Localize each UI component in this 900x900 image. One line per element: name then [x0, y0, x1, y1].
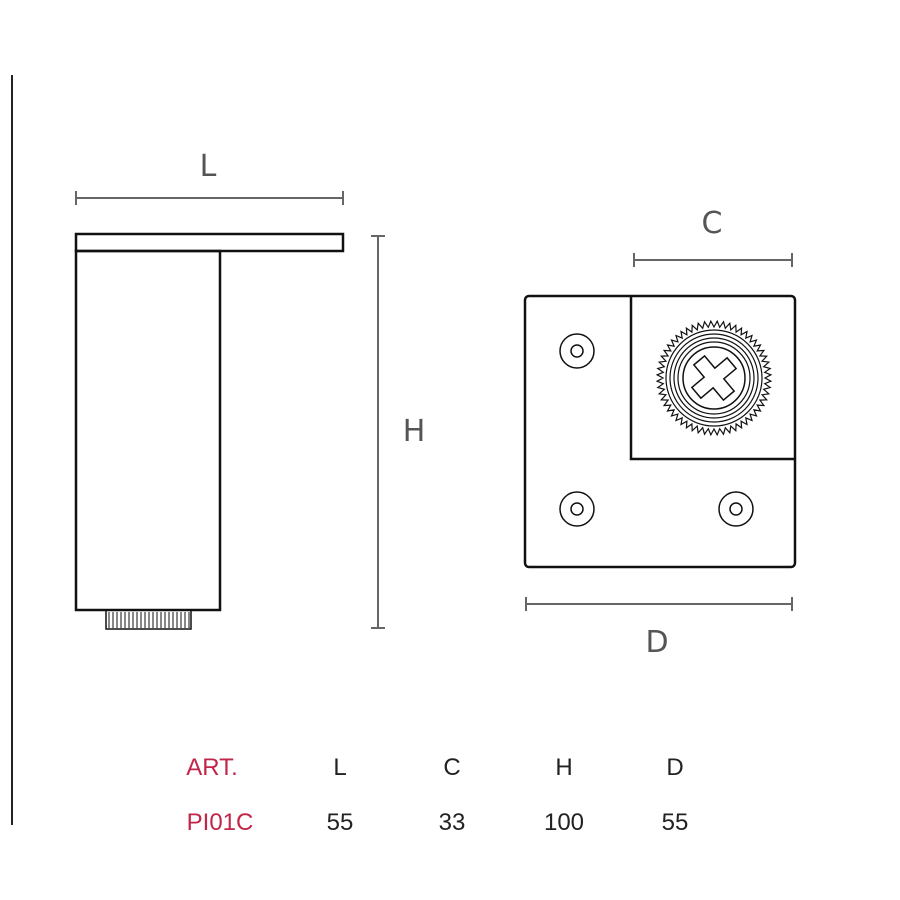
cell-d: 55: [661, 809, 689, 836]
dimension-label-D: D: [645, 625, 668, 660]
base-plate: [523, 294, 797, 569]
leg-body: [74, 249, 222, 612]
knurling: [108, 612, 190, 628]
side-view: [74, 232, 345, 630]
screw-hole: [559, 333, 595, 369]
mounting-plate: [74, 232, 345, 253]
cell-l: 55: [326, 809, 354, 836]
header-c: C: [443, 754, 461, 781]
cell-h: 100: [543, 809, 585, 836]
dimension-label-C: C: [702, 206, 723, 241]
screw-hole: [718, 491, 754, 527]
leg-footprint: [629, 296, 795, 461]
header-h: H: [555, 754, 573, 781]
screw-hole: [559, 491, 595, 527]
header-d: D: [666, 754, 684, 781]
dimension-D: [525, 597, 793, 611]
header-l: L: [333, 754, 347, 781]
adjuster-screw: [655, 319, 773, 437]
cell-art: PI01C: [186, 809, 254, 836]
dimension-L: [75, 191, 344, 205]
dimension-label-H: H: [403, 414, 426, 449]
cell-c: 33: [438, 809, 466, 836]
cross-icon: [690, 354, 738, 402]
dimension-label-L: L: [200, 149, 217, 184]
dimension-C: [633, 253, 793, 267]
top-view: [523, 294, 797, 569]
header-art: ART.: [186, 754, 238, 781]
dimension-H: [371, 235, 385, 629]
adjuster-foot: [105, 609, 192, 630]
